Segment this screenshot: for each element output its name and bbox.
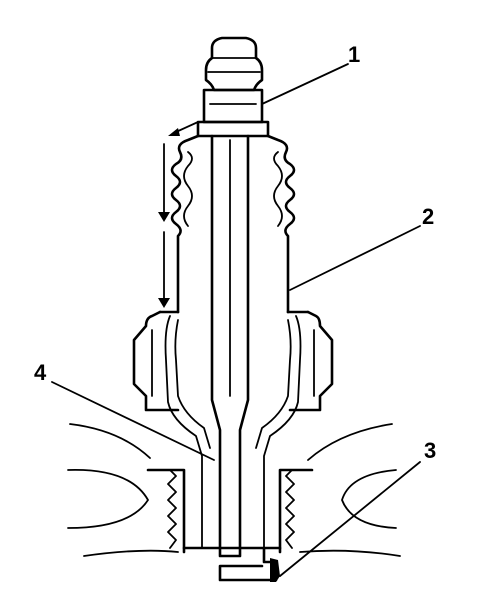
ground-electrode bbox=[218, 546, 280, 582]
metal-shell bbox=[132, 310, 334, 550]
leader-line-2 bbox=[289, 225, 421, 291]
leader-lines bbox=[51, 63, 421, 577]
terminal-stud bbox=[196, 88, 270, 138]
insulator bbox=[170, 134, 296, 314]
thread-right bbox=[285, 469, 295, 549]
leader-line-1 bbox=[261, 63, 349, 105]
callout-1: 1 bbox=[348, 42, 360, 67]
callout-4: 4 bbox=[34, 360, 47, 385]
center-electrode bbox=[210, 134, 250, 558]
terminal-nut bbox=[204, 36, 264, 92]
leader-line-3 bbox=[279, 461, 421, 577]
callout-3: 3 bbox=[424, 438, 436, 463]
measurement-arrows bbox=[158, 121, 199, 308]
callouts: 1 2 3 4 bbox=[34, 42, 436, 463]
leader-line-4 bbox=[51, 381, 215, 461]
callout-2: 2 bbox=[422, 204, 434, 229]
cylinder-head bbox=[67, 423, 401, 557]
thread-left bbox=[167, 469, 177, 549]
